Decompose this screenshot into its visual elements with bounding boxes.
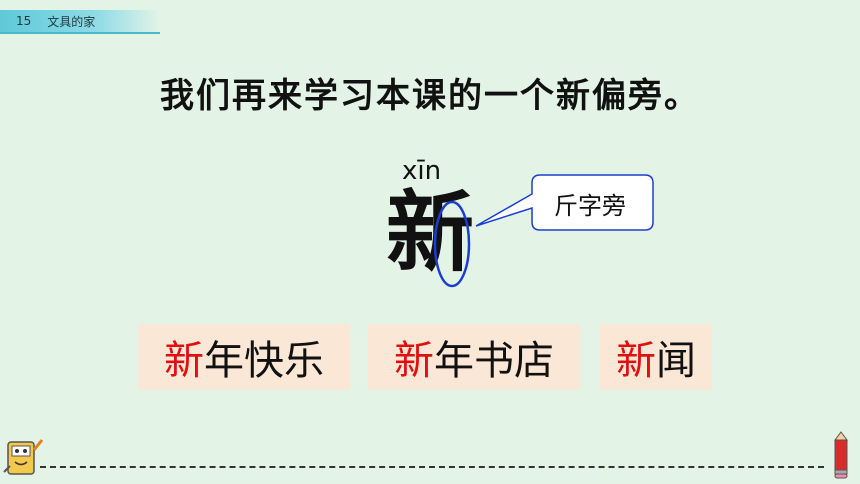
pencil-icon	[834, 431, 848, 479]
word-remainder: 年书店	[434, 338, 554, 384]
pinyin-label: xīn	[402, 156, 442, 186]
instruction-text: 我们再来学习本课的一个新偏旁。	[160, 76, 700, 116]
featured-character: 新	[386, 180, 475, 284]
cartoon-book-mascot-icon	[3, 439, 44, 475]
word-card: 新闻	[600, 324, 712, 390]
word-card: 新年快乐	[138, 324, 350, 390]
lesson-tab: 15 文具的家	[0, 10, 160, 34]
word-card: 新年书店	[368, 324, 580, 390]
highlighted-character: 新	[394, 338, 434, 384]
word-remainder: 闻	[656, 338, 696, 384]
lesson-title: 文具的家	[47, 14, 96, 29]
word-remainder: 年快乐	[204, 338, 324, 384]
radical-name-label: 斤字旁	[554, 192, 626, 220]
highlighted-character: 新	[164, 338, 204, 384]
footer-dashed-line	[40, 466, 824, 468]
highlighted-character: 新	[616, 338, 656, 384]
lesson-number: 15	[16, 14, 32, 28]
